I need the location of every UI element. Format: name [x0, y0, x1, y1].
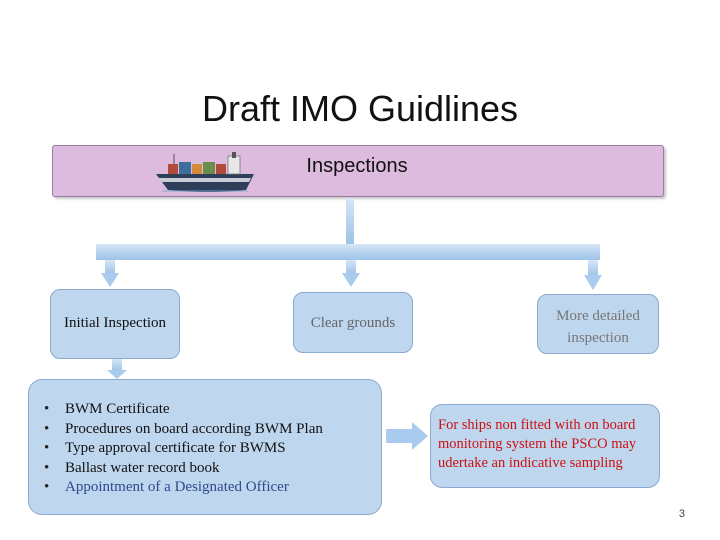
more-detailed-inspection-label: More detailed inspection — [556, 308, 640, 346]
inspections-banner — [52, 145, 664, 197]
branch-arrow-left — [101, 260, 119, 287]
initial-inspection-label: Initial Inspection — [63, 315, 167, 331]
page-number: 3 — [678, 508, 685, 520]
initial-inspection-box — [50, 289, 180, 359]
list-item: BWM Certificate — [44, 400, 384, 420]
inspections-label: Inspections — [306, 155, 408, 177]
list-item: Appointment of a Designated Officer — [44, 478, 384, 498]
list-to-note-arrow — [386, 422, 428, 450]
list-item: Procedures on board according BWM Plan — [44, 420, 384, 440]
branch-arrow-center — [342, 260, 360, 287]
initial-to-list-arrow — [107, 359, 127, 379]
trunk-connector — [346, 198, 354, 244]
initial-inspection-items-list: BWM Certificate Procedures on board acco… — [44, 400, 384, 498]
list-item: Type approval certificate for BWMS — [44, 439, 384, 459]
indicative-sampling-note: For ships non fitted with on board monit… — [438, 417, 637, 471]
cargo-ship-icon — [156, 152, 254, 192]
clear-grounds-box — [293, 292, 413, 353]
list-item: Ballast water record book — [44, 459, 384, 479]
clear-grounds-label: Clear grounds — [310, 315, 396, 331]
more-detailed-inspection-box — [537, 294, 659, 354]
horizontal-connector — [96, 244, 600, 260]
indicative-sampling-box — [430, 404, 660, 488]
slide-title: Draft IMO Guidlines — [201, 88, 519, 129]
branch-arrow-right — [584, 260, 602, 290]
